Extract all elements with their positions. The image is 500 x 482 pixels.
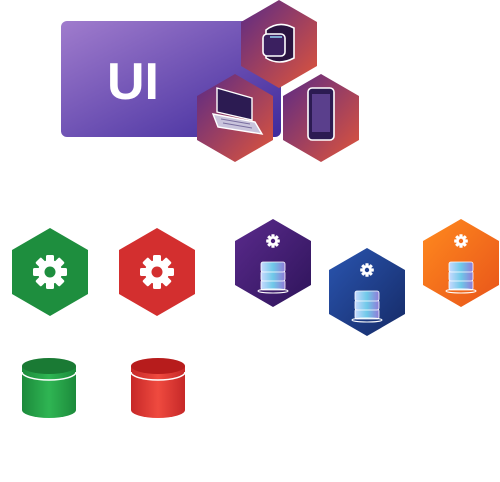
banner-label: UI [107,53,159,111]
service-tile-red-gear [119,228,195,316]
gear-icon [266,234,280,248]
device-tile-tablet [283,74,359,162]
database-green [21,358,77,418]
tablet-icon [307,87,335,141]
database-red [130,358,186,418]
smartwatch-icon [262,23,295,63]
server-stack-icon [445,261,477,294]
server-stack-icon [351,290,383,323]
service-tile-purple-server [235,219,311,307]
gear-icon [360,263,374,277]
gear-icon [33,255,67,289]
database-icon [21,358,77,418]
service-tile-orange-server [423,219,499,307]
service-tile-blue-server [329,248,405,336]
device-tile-smartwatch [241,0,317,88]
server-stack-icon [257,261,289,294]
database-icon [130,358,186,418]
laptop-icon [211,87,264,135]
gear-icon [454,234,468,248]
service-tile-green-gear [12,228,88,316]
gear-icon [140,255,174,289]
device-tile-laptop [197,74,273,162]
